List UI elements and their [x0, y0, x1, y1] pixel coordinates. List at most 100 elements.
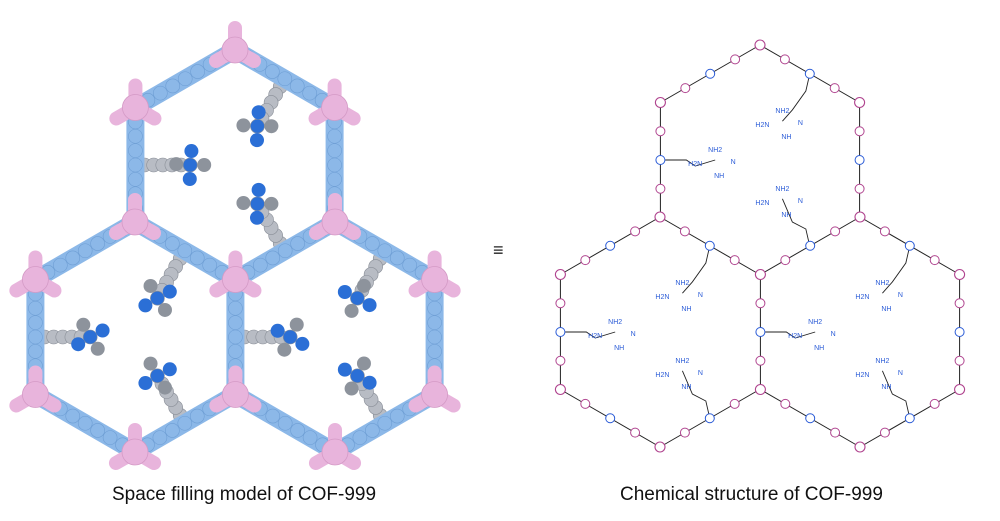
triphenylbenzene-node: [854, 441, 866, 453]
space-filling-model: [9, 21, 461, 471]
triphenylbenzene-node: [221, 36, 249, 64]
linker-atom: [228, 344, 243, 359]
benzene-ring: [605, 413, 616, 424]
benzene-ring: [680, 83, 691, 94]
amine-atom: [157, 380, 172, 395]
alkyl-chain-bond: [560, 331, 616, 339]
benzene-ring: [605, 240, 616, 251]
alkyl-chain-bond: [881, 370, 911, 419]
linker-atom: [28, 300, 43, 316]
linker-atom: [189, 408, 205, 424]
triphenylbenzene-node: [954, 268, 966, 281]
amine-atom: [344, 381, 359, 396]
amine-label: NH: [781, 212, 791, 219]
amine-label: N: [798, 120, 803, 127]
amine-atom: [184, 144, 199, 159]
amine-label: NH: [881, 306, 891, 313]
linker-atom: [389, 250, 405, 266]
amine-label: H2N: [655, 294, 669, 301]
benzene-ring: [580, 255, 591, 266]
amine-atom: [249, 210, 264, 225]
amine-label: NH2: [608, 319, 622, 326]
amine-atom: [362, 298, 377, 313]
alkyl-chain-bond: [781, 198, 811, 247]
linker-atom: [253, 257, 268, 273]
amine-label: NH2: [875, 358, 889, 365]
benzene-ring: [954, 355, 965, 366]
benzene-ring: [929, 255, 940, 266]
benzene-ring: [705, 68, 716, 79]
linker-atom: [77, 415, 93, 431]
benzene-ring: [879, 427, 890, 438]
amine-label: N: [731, 159, 736, 166]
amine-label: NH2: [775, 186, 789, 193]
amine-atom: [138, 376, 153, 391]
benzene-ring: [929, 398, 940, 409]
linker-atom: [128, 128, 143, 144]
linker-atom: [427, 329, 442, 345]
amine-label: NH2: [808, 319, 822, 326]
alkyl-chain-atom: [150, 368, 165, 384]
alkyl-chain-atom: [282, 329, 298, 345]
linker-atom: [290, 423, 305, 438]
amine-label: H2N: [688, 161, 702, 168]
amine-atom: [251, 105, 266, 120]
linker-atom: [128, 157, 143, 173]
linker-atom: [327, 172, 342, 187]
amine-atom: [337, 284, 352, 299]
linker-atom: [277, 243, 293, 259]
linker-atom: [202, 257, 217, 273]
triphenylbenzene-node: [122, 94, 149, 121]
linker-atom: [165, 423, 180, 438]
benzene-ring: [879, 226, 890, 237]
amine-atom: [356, 356, 371, 371]
triphenylbenzene-node: [121, 208, 149, 236]
benzene-ring: [804, 68, 815, 79]
amine-label: N: [898, 370, 903, 377]
space-filling-caption: Space filling model of COF-999: [112, 484, 377, 505]
alkyl-chain-bond: [660, 159, 716, 167]
linker-atom: [177, 243, 193, 259]
triphenylbenzene-node: [22, 266, 49, 293]
amine-label: NH2: [675, 358, 689, 365]
alkyl-chain-bond: [760, 331, 816, 339]
benzene-ring: [904, 413, 915, 424]
benzene-ring: [630, 226, 641, 237]
amine-atom: [162, 284, 177, 299]
linker-atom: [177, 71, 193, 87]
linker-atom: [377, 415, 393, 431]
amine-label: NH2: [675, 280, 689, 287]
linker-atom: [289, 78, 305, 94]
alkyl-chain-atom: [82, 329, 98, 345]
benzene-ring: [954, 327, 965, 337]
amine-atom: [251, 182, 266, 197]
benzene-ring: [830, 226, 841, 237]
alkyl-chain-bond: [782, 73, 811, 122]
amine-atom: [90, 341, 105, 356]
benzene-ring: [829, 83, 840, 94]
triphenylbenzene-node: [421, 266, 448, 293]
triphenylbenzene-node: [554, 383, 566, 396]
triphenylbenzene-node: [754, 268, 766, 281]
linker-atom: [277, 71, 293, 87]
benzene-ring: [555, 327, 566, 337]
benzene-ring: [854, 155, 865, 165]
benzene-ring: [729, 255, 740, 266]
benzene-ring: [679, 427, 690, 438]
amine-atom: [362, 375, 377, 390]
linker-atom: [128, 143, 143, 158]
amine-label: NH: [781, 134, 791, 141]
amine-atom: [249, 133, 264, 148]
amine-atom: [295, 336, 310, 351]
triphenylbenzene-node: [654, 96, 666, 109]
linker-atom: [90, 236, 105, 251]
linker-atom: [165, 78, 181, 94]
amine-label: H2N: [855, 372, 869, 379]
linker-atom: [228, 329, 243, 345]
linker-atom: [153, 85, 168, 101]
benzene-ring: [780, 255, 791, 266]
triphenylbenzene-node: [222, 381, 249, 408]
linker-atom: [302, 430, 318, 445]
linker-atom: [377, 243, 393, 259]
